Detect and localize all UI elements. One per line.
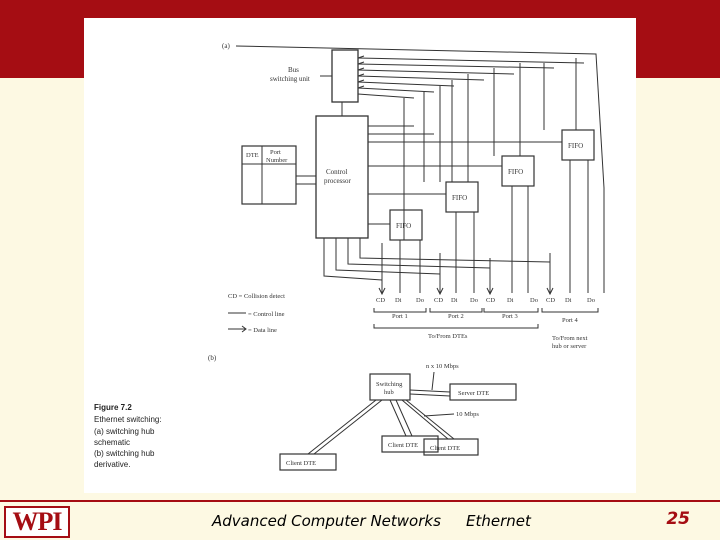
port2-cd: CD — [434, 297, 443, 304]
caption-line-1: Ethernet switching: — [94, 415, 162, 424]
port3-di: Di — [507, 297, 514, 304]
server-dte-label: Server DTE — [458, 390, 489, 397]
switching-hub-label-2: hub — [384, 389, 394, 396]
control-processor-label-1: Control — [326, 168, 347, 176]
client-dte-2-label: Client DTE — [430, 445, 460, 452]
port2-do: Do — [470, 297, 478, 304]
port4-label: Port 4 — [562, 317, 578, 324]
to-from-next-1: To/From next — [552, 335, 588, 342]
switching-hub-schematic: (a) Bus switching unit Control processor… — [94, 42, 605, 471]
part-b-label: (b) — [208, 354, 217, 362]
fifo-port1 — [389, 209, 423, 241]
fifo-port2 — [445, 181, 479, 213]
footer-topic: Ethernet — [466, 512, 531, 530]
fifo-port3-label: FIFO — [508, 168, 523, 176]
port3-do: Do — [530, 297, 538, 304]
rate-high: n x 10 Mbps — [426, 363, 459, 370]
port4-di: Di — [565, 297, 572, 304]
port-table — [241, 145, 297, 205]
figure-scan: (a) Bus switching unit Control processor… — [84, 18, 636, 493]
bus-unit-label-1: Bus — [288, 66, 299, 74]
caption-line-2: (a) switching hub — [94, 427, 155, 436]
port1-label: Port 1 — [392, 313, 408, 320]
port-table-port-2: Number — [266, 157, 288, 164]
part-a-label: (a) — [222, 42, 230, 50]
port4-do: Do — [587, 297, 595, 304]
client-dte-1-label: Client DTE — [388, 442, 418, 449]
to-from-dtes: To/From DTEs — [428, 333, 468, 340]
port-table-port-1: Port — [270, 149, 281, 156]
client-dte-1 — [381, 435, 439, 453]
fifo-port4-label: FIFO — [568, 142, 583, 150]
port4-cd: CD — [546, 297, 555, 304]
port2-di: Di — [451, 297, 458, 304]
bus-unit-label-2: switching unit — [270, 75, 310, 83]
caption-line-3: schematic — [94, 438, 130, 447]
switching-hub-label-1: Switching — [376, 381, 403, 388]
fifo-port4 — [561, 129, 595, 161]
port1-di: Di — [395, 297, 402, 304]
control-processor-label-2: processor — [324, 177, 351, 185]
fifo-port2-label: FIFO — [452, 194, 467, 202]
to-from-next-2: hub or server — [552, 343, 587, 350]
wpi-logo: WPI — [4, 506, 70, 538]
legend-data: = Data line — [248, 327, 277, 334]
fifo-port3 — [501, 155, 535, 187]
port1-cd: CD — [376, 297, 385, 304]
rate-low: 10 Mbps — [456, 411, 479, 418]
wpi-logo-text: WPI — [12, 507, 63, 536]
legend-control: = Control line — [248, 311, 285, 318]
port2-label: Port 2 — [448, 313, 464, 320]
port3-cd: CD — [486, 297, 495, 304]
legend-cd: CD = Collision detect — [228, 293, 285, 300]
caption-line-4: (b) switching hub — [94, 449, 155, 458]
client-dte-2 — [423, 438, 479, 456]
footer-rule — [0, 500, 720, 502]
port-table-dte: DTE — [246, 152, 259, 159]
port1-do: Do — [416, 297, 424, 304]
footer-title: Advanced Computer Networks — [212, 512, 441, 530]
port3-label: Port 3 — [502, 313, 518, 320]
caption-title: Figure 7.2 — [94, 403, 132, 412]
client-dte-3-label: Client DTE — [286, 460, 316, 467]
caption-line-5: derivative. — [94, 460, 130, 469]
page-number: 25 — [666, 509, 690, 529]
bus-switching-unit — [331, 49, 359, 103]
